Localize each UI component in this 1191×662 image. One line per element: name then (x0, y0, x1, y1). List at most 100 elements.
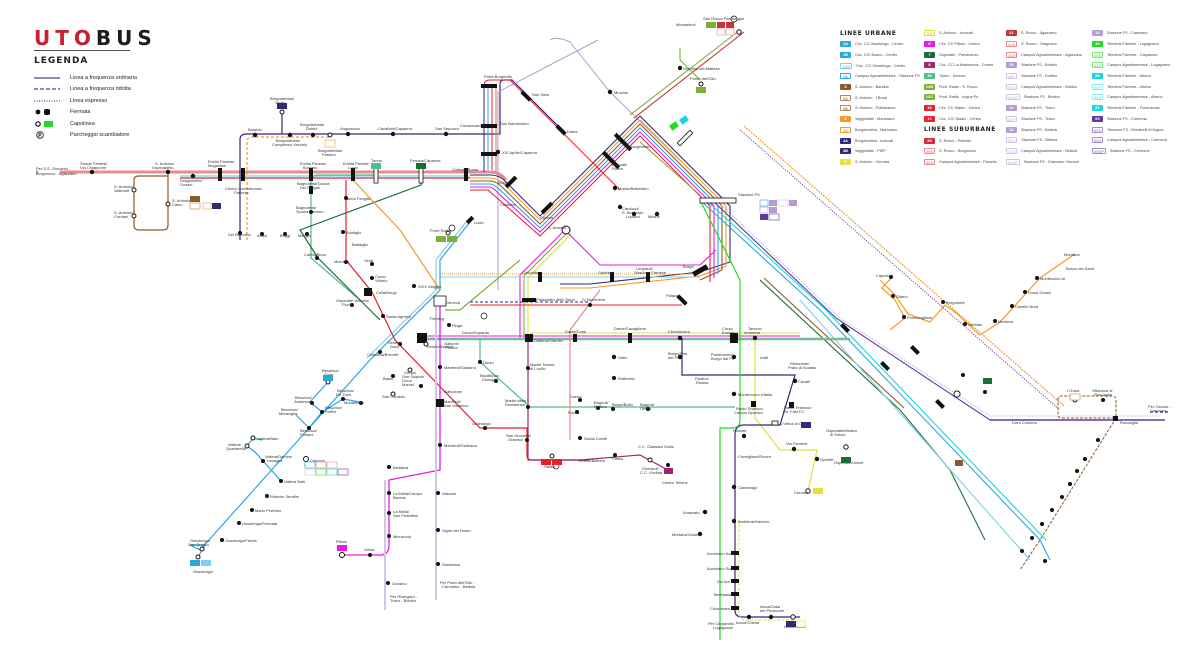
svg-text:Montebello: Montebello (344, 400, 364, 405)
route-description: Stazione FS - Bobbio (1023, 95, 1060, 100)
route-badge: 20 (924, 137, 935, 144)
route-description: Circ. CCI Boario - Centro (855, 53, 898, 58)
route-badges (189, 22, 1081, 628)
route-description: S. Rocco - Borgonovo (939, 149, 977, 154)
svg-text:Via Farnese: Via Farnese (786, 441, 808, 446)
route-description: Ospedale - Polisbranco (939, 52, 979, 57)
svg-text:Parlamento/: Parlamento/ (711, 352, 733, 357)
route-5s (738, 520, 795, 621)
svg-text:Quartarella: Quartarella (226, 446, 247, 451)
svg-text:Via Chiappone: Via Chiappone (80, 165, 107, 170)
svg-text:Travo - Bobbio: Travo - Bobbio (390, 598, 417, 603)
route-12 (445, 259, 521, 311)
svg-text:Merighi: Merighi (298, 233, 311, 238)
svg-text:Campo Sportivo: Campo Sportivo (734, 410, 763, 415)
route-description: Campus Agroalimentare - Bettola (1021, 148, 1078, 153)
brand-logo: UTOBUS (34, 26, 157, 50)
svg-text:Ossolengo/Fermata: Ossolengo/Fermata (242, 521, 278, 526)
legend-item: Linea a frequenza ordinaria (34, 72, 174, 84)
route-badge: 31 (1006, 105, 1017, 112)
svg-text:Borgo/Stra: Borgo/Stra (668, 351, 688, 356)
svg-text:Dante/Corsi: Dante/Corsi (565, 329, 586, 334)
route-badge: 7 (924, 51, 935, 58)
svg-text:Cavalli: Cavalli (798, 379, 810, 384)
svg-text:Vallera/Bam: Vallera/Bam (257, 436, 279, 441)
svg-text:Mruzine: Mruzine (614, 90, 629, 95)
svg-text:Pontepugliese: Pontepugliese (907, 315, 933, 320)
svg-text:XXIV Maggio: XXIV Maggio (418, 284, 442, 289)
svg-text:Porta Borghetto: Porta Borghetto (484, 74, 513, 79)
legend-item: Linea espresso (34, 95, 174, 107)
svg-text:Cremona: Cremona (1150, 408, 1167, 413)
svg-text:Carso/: Carso/ (570, 394, 583, 399)
svg-text:di Sotolo: di Sotolo (830, 432, 846, 437)
svg-text:Bagnoli/: Bagnoli/ (640, 402, 655, 407)
svg-text:La Melia/Campo: La Melia/Campo (393, 491, 423, 496)
svg-text:V.Virtus di Orat: V.Virtus di Orat (780, 421, 808, 426)
svg-text:Besurica/: Besurica/ (325, 405, 343, 410)
svg-text:Resina: Resina (696, 380, 709, 385)
route-30-express (497, 39, 599, 290)
svg-text:Auciniano Sud: Auciniano Sud (707, 566, 733, 571)
svg-text:Ardit: Ardit (760, 355, 769, 360)
route-description: S. Antonio - I Bossi (855, 95, 888, 100)
svg-text:Galvolone: Galvolone (444, 389, 463, 394)
svg-text:Torino: Torino (371, 158, 383, 163)
svg-text:Gerbido: Gerbido (968, 322, 983, 327)
route-badge: 4B (840, 148, 851, 155)
route-badge: 60XP (1092, 147, 1106, 154)
parking-icon: P (34, 131, 60, 139)
svg-text:Bagnoletta/Scuola: Bagnoletta/Scuola (297, 181, 330, 186)
svg-text:San Bartolomeo: San Bartolomeo (500, 121, 529, 126)
svg-text:Passo: Passo (612, 456, 624, 461)
svg-text:Gallo: Gallo (618, 355, 628, 360)
svg-text:Galleria/Giarollo: Galleria/Giarollo (534, 338, 563, 343)
route-4-hook (881, 275, 906, 331)
svg-text:Dora/: Dora/ (402, 378, 413, 383)
urban-lines-title: LINEE URBANE (840, 30, 897, 37)
route-badge: 31P (1006, 115, 1018, 122)
svg-text:San Pedettino: San Pedettino (393, 513, 419, 518)
svg-text:Pianna: Pianna (445, 345, 458, 350)
line-legend-item: 33 Stazione FS - Carmiano (1092, 28, 1180, 39)
route-description: S. Rocco - Pianello (939, 138, 972, 143)
route-description: Stazione FS - Cremona (1109, 148, 1150, 153)
route-badge: 30 (1006, 62, 1017, 69)
route-description: Stazione FS - Travo (1021, 116, 1055, 121)
route-badge: 4 (840, 116, 851, 123)
svg-text:Ospedaletto: Ospedaletto (152, 165, 174, 170)
east-corridor (699, 125, 1160, 561)
route-badge: 1AB (840, 62, 853, 69)
route-description: Stazione FS - Travo (1021, 106, 1055, 111)
svg-text:Per S.S. Giovanni -: Per S.S. Giovanni - (36, 166, 71, 171)
route-description: Stazione FS - Carmiano (1107, 31, 1148, 36)
svg-text:Anonima: Anonima (744, 330, 761, 335)
route-20-south (569, 289, 601, 440)
svg-text:Fleming: Fleming (430, 316, 444, 321)
route-description: S. Rocco - Agazzano (1021, 31, 1057, 36)
route-badge: 40X (1092, 62, 1104, 69)
svg-text:Vallera Baiti: Vallera Baiti (284, 479, 305, 484)
route-description: Stazione FS - Grazzano Visconti (1023, 159, 1079, 164)
svg-text:Risorgimento: Risorgimento (627, 144, 651, 149)
route-badge: 33 (1092, 30, 1103, 37)
svg-text:Montecucco d'Italia: Montecucco d'Italia (738, 392, 773, 397)
svg-text:Per Rivergaro -: Per Rivergaro - (390, 594, 418, 599)
route-badge: 1A (840, 41, 851, 48)
